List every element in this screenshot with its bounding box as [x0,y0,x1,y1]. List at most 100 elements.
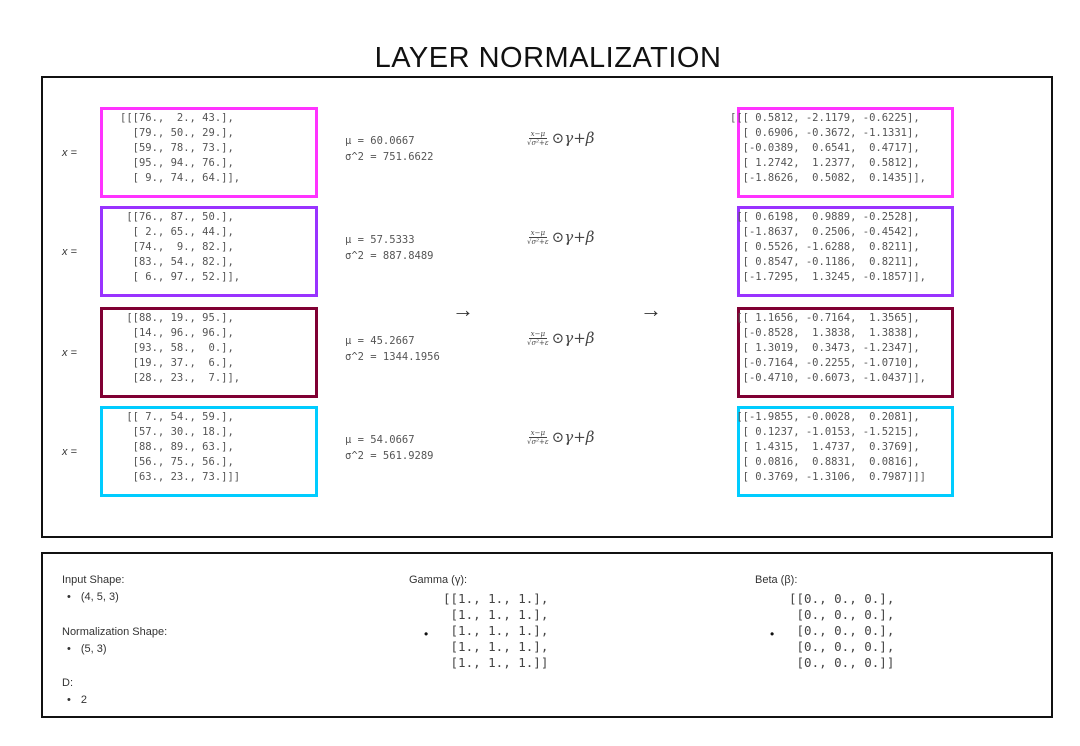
matrix-row: [[1., 1., 1.], [443,591,549,606]
matrix-row: [ 0.0816, 0.8831, 0.0816], [730,456,920,468]
matrix-row: [79., 50., 29.], [120,127,234,139]
gamma-label: Gamma (γ): [409,574,468,586]
matrix-row: [[76., 87., 50.], [120,211,234,223]
arrow-icon: → [640,297,662,322]
matrix-row: [ 0.1237, -1.0153, -1.5215], [730,426,920,438]
matrix-row: [ 1.4315, 1.4737, 0.3769], [730,441,920,453]
bullet: • [424,627,429,641]
mean-value: μ = 60.0667 [345,135,415,147]
output-batch-box [737,206,954,297]
matrix-row: [1., 1., 1.]] [443,655,549,670]
formula-numerator: x−μ [528,329,548,339]
variance-value: σ^2 = 1344.1956 [345,351,440,363]
matrix-row: [[ 7., 54., 59.], [120,411,234,423]
matrix-row: [-0.0389, 0.6541, 0.4717], [730,142,920,154]
matrix-row: [19., 37., 6.], [120,357,234,369]
matrix-row: [ 0.3769, -1.3106, 0.7987]]] [730,471,926,483]
formula-denominator: √σ²+ε [527,338,549,347]
mean-value: μ = 45.2667 [345,335,415,347]
input-batch-box [100,107,318,198]
variance-value: σ^2 = 887.8489 [345,250,434,262]
matrix-row: [[[ 0.5812, -2.1179, -0.6225], [730,112,920,124]
matrix-row: [ 0.5526, -1.6288, 0.8211], [730,241,920,253]
input-matrix: [[ 7., 54., 59.], [57., 30., 18.], [88.,… [120,410,240,485]
x-label: x = [62,347,77,359]
normalization-formula: x−μ√σ²+ε ⊙γ+β [527,428,594,446]
formula-denominator: √σ²+ε [527,138,549,147]
x-label: x = [62,446,77,458]
output-matrix: [[-1.9855, -0.0028, 0.2081], [ 0.1237, -… [730,410,926,485]
mean-value: μ = 57.5333 [345,234,415,246]
beta-label: Beta (β): [755,574,798,586]
parameters-panel [41,552,1053,718]
formula-denominator: √σ²+ε [527,437,549,446]
formula-numerator: x−μ [528,129,548,139]
matrix-row: [88., 89., 63.], [120,441,234,453]
formula-tail: ⊙γ+β [551,228,595,246]
matrix-row: [57., 30., 18.], [120,426,234,438]
output-matrix: [[ 1.1656, -0.7164, 1.3565], [-0.8528, 1… [730,311,926,386]
formula-tail: ⊙γ+β [551,129,595,147]
batch-stats: μ = 57.5333 σ^2 = 887.8489 [345,232,434,264]
matrix-row: [0., 0., 0.], [789,623,895,638]
matrix-row: [-1.7295, 1.3245, -0.1857]], [730,271,926,283]
batch-stats: μ = 45.2667 σ^2 = 1344.1956 [345,333,440,365]
output-batch-box [737,107,954,198]
input-batch-box [100,406,318,497]
diagram-title: LAYER NORMALIZATION [374,42,722,74]
matrix-row: [1., 1., 1.], [443,623,549,638]
matrix-row: [95., 94., 76.], [120,157,234,169]
matrix-row: [ 0.6906, -0.3672, -1.1331], [730,127,920,139]
input-shape-value: (4, 5, 3) [67,591,119,603]
computation-panel [41,76,1053,538]
matrix-row: [-1.8626, 0.5082, 0.1435]], [730,172,926,184]
formula-tail: ⊙γ+β [551,428,595,446]
arrow-icon: → [452,297,474,322]
matrix-row: [-0.7164, -0.2255, -1.0710], [730,357,920,369]
normalization-formula: x−μ√σ²+ε ⊙γ+β [527,129,594,147]
matrix-row: [[ 1.1656, -0.7164, 1.3565], [730,312,920,324]
output-batch-box [737,307,954,398]
matrix-row: [14., 96., 96.], [120,327,234,339]
matrix-row: [1., 1., 1.], [443,639,549,654]
matrix-row: [59., 78., 73.], [120,142,234,154]
matrix-row: [0., 0., 0.], [789,607,895,622]
matrix-row: [ 1.3019, 0.3473, -1.2347], [730,342,920,354]
gamma-matrix: [[1., 1., 1.], [1., 1., 1.], [1., 1., 1.… [443,591,548,671]
beta-matrix: [[0., 0., 0.], [0., 0., 0.], [0., 0., 0.… [789,591,894,671]
input-shape-label: Input Shape: [62,574,125,586]
matrix-row: [63., 23., 73.]]] [120,471,241,483]
input-matrix: [[[76., 2., 43.], [79., 50., 29.], [59.,… [120,111,240,186]
input-batch-box [100,307,318,398]
output-batch-box [737,406,954,497]
formula-tail: ⊙γ+β [551,329,595,347]
matrix-row: [ 9., 74., 64.]], [120,172,241,184]
bullet: • [770,627,775,641]
matrix-row: [[[76., 2., 43.], [120,112,234,124]
matrix-row: [[-1.9855, -0.0028, 0.2081], [730,411,920,423]
matrix-row: [56., 75., 56.], [120,456,234,468]
matrix-row: [74., 9., 82.], [120,241,234,253]
output-matrix: [[ 0.6198, 0.9889, -0.2528], [-1.8637, 0… [730,210,926,285]
matrix-row: [1., 1., 1.], [443,607,549,622]
normalization-shape-label: Normalization Shape: [62,626,168,638]
batch-stats: μ = 54.0667 σ^2 = 561.9289 [345,432,434,464]
matrix-row: [ 1.2742, 1.2377, 0.5812], [730,157,920,169]
matrix-row: [0., 0., 0.], [789,639,895,654]
matrix-row: [28., 23., 7.]], [120,372,241,384]
input-matrix: [[88., 19., 95.], [14., 96., 96.], [93.,… [120,311,240,386]
variance-value: σ^2 = 751.6622 [345,151,434,163]
formula-numerator: x−μ [528,428,548,438]
formula-denominator: √σ²+ε [527,237,549,246]
output-matrix: [[[ 0.5812, -2.1179, -0.6225], [ 0.6906,… [730,111,926,186]
mean-value: μ = 54.0667 [345,434,415,446]
input-matrix: [[76., 87., 50.], [ 2., 65., 44.], [74.,… [120,210,240,285]
normalization-shape-value: (5, 3) [67,643,107,655]
x-label: x = [62,147,77,159]
matrix-row: [[0., 0., 0.], [789,591,895,606]
matrix-row: [[88., 19., 95.], [120,312,234,324]
x-label: x = [62,246,77,258]
input-batch-box [100,206,318,297]
batch-stats: μ = 60.0667 σ^2 = 751.6622 [345,133,434,165]
